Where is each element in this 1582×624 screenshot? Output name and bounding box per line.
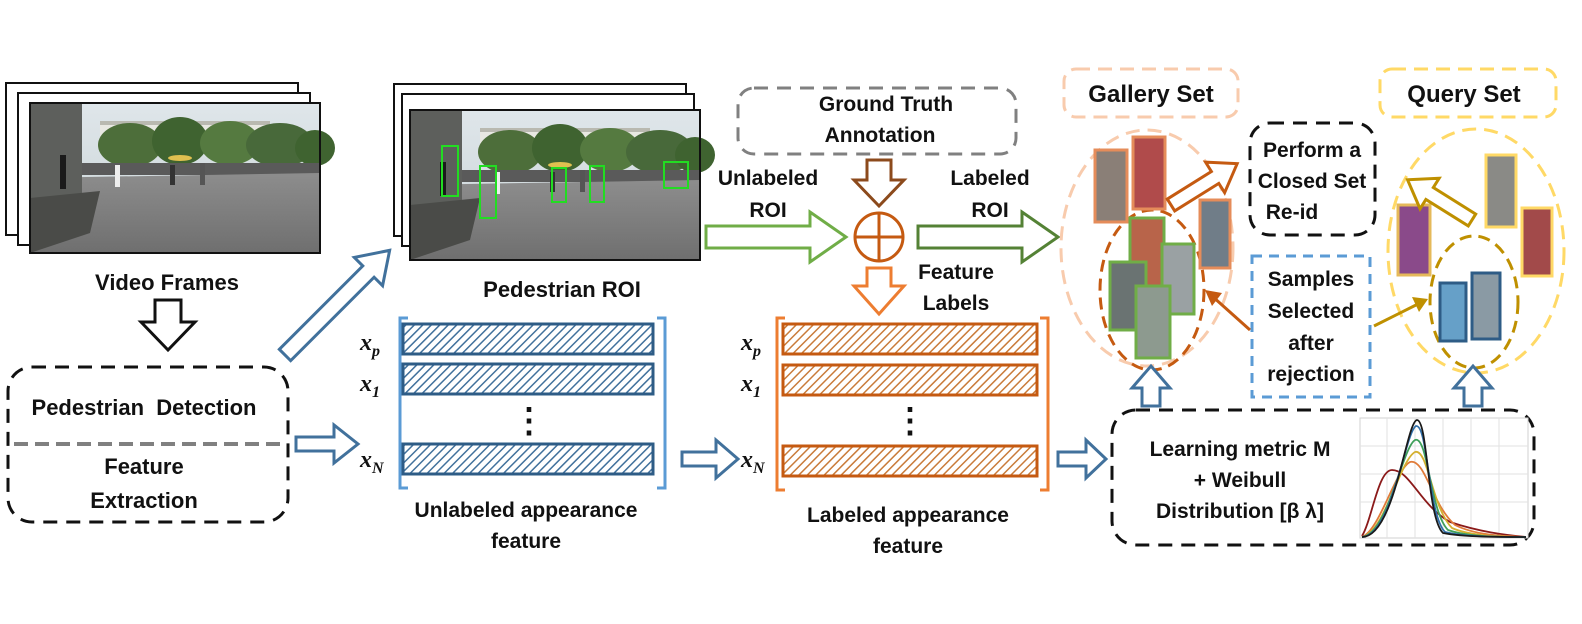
right-arrow-icon (1056, 436, 1109, 482)
unlabeled-feature-label-1: Unlabeled appearance (415, 499, 638, 522)
closed-set-label-1: Perform a (1263, 139, 1361, 162)
labeled-feature-label-1: Labeled appearance (807, 504, 1009, 527)
samples-label-1: Samples (1268, 268, 1354, 291)
weibull-distribution-plot (1359, 417, 1529, 539)
unlabeled-roi-label-2: ROI (749, 199, 786, 222)
unlabeled-roi-label-1: Unlabeled (718, 167, 818, 190)
labeled-xn-label: xN (740, 447, 766, 477)
pedestrian-detection-label: Pedestrian Detection (32, 395, 257, 420)
gallery-set-title-box (1062, 67, 1240, 119)
feature-label: Feature (104, 454, 183, 479)
labeled-x1-label: x1 (740, 371, 761, 401)
combine-plus-icon (853, 211, 905, 263)
down-arrow-icon (850, 266, 908, 317)
unlabeled-feature-matrix (398, 316, 667, 490)
down-arrow-icon (850, 158, 908, 209)
right-arrow-icon (916, 209, 1061, 265)
gallery-person-crops (1093, 135, 1232, 360)
unlabeled-xp-label: xp (359, 330, 380, 360)
query-set-label: Query Set (1407, 81, 1520, 108)
up-left-arrow-icon (1405, 176, 1478, 229)
samples-label-2: Selected (1268, 300, 1354, 323)
gallery-set-label: Gallery Set (1088, 81, 1213, 108)
detection-extraction-box (6, 365, 290, 524)
query-set-title-box (1378, 67, 1558, 119)
labeled-xp-label: xp (740, 330, 761, 360)
ground-truth-label-2: Annotation (825, 124, 936, 147)
right-arrow-icon (704, 209, 849, 265)
samples-label-4: rejection (1267, 363, 1355, 386)
up-arrow-icon (1450, 363, 1496, 408)
video-frames-stack (5, 82, 335, 254)
ground-truth-label-1: Ground Truth (819, 93, 953, 116)
pedestrian-roi-image (409, 109, 715, 261)
unlabeled-x1-label: x1 (359, 371, 380, 401)
right-arrow-icon (294, 421, 361, 467)
right-arrow-icon (680, 436, 741, 482)
labeled-feature-matrix (775, 316, 1050, 492)
unlabeled-xn-label: xN (359, 447, 385, 477)
up-arrow-icon (1128, 363, 1174, 408)
gallery-set-region (1059, 128, 1235, 368)
labeled-vdots: ⋮ (893, 402, 927, 440)
down-arrow-icon (137, 298, 199, 353)
labeled-roi-label-1: Labeled (950, 167, 1029, 190)
labeled-roi-label-2: ROI (971, 199, 1008, 222)
feature-labels-label-2: Labels (923, 292, 990, 315)
closed-set-label-2: Closed Set (1258, 170, 1367, 193)
learning-metric-box (1110, 408, 1536, 547)
labeled-feature-label-2: feature (873, 535, 943, 558)
video-frames-label: Video Frames (95, 270, 239, 295)
up-right-arrow-icon (1165, 160, 1240, 214)
feature-labels-label-1: Feature (918, 261, 994, 284)
unlabeled-feature-label-2: feature (491, 530, 561, 553)
closed-set-label-3: Re-id (1266, 201, 1319, 224)
pedestrian-roi-label: Pedestrian ROI (483, 277, 641, 302)
unlabeled-vdots: ⋮ (512, 402, 546, 440)
learning-label-3: Distribution [β λ] (1156, 500, 1324, 523)
samples-selected-box (1250, 254, 1372, 399)
learning-label-2: + Weibull (1194, 469, 1286, 492)
pedestrian-roi-stack (393, 83, 715, 261)
query-person-crops (1396, 153, 1554, 343)
extraction-label: Extraction (90, 488, 198, 513)
learning-label-1: Learning metric M (1150, 438, 1331, 461)
video-frame-image (29, 102, 335, 254)
up-right-arrow-icon (277, 248, 392, 363)
closed-set-reid-box (1248, 121, 1377, 237)
samples-label-3: after (1288, 332, 1334, 355)
ground-truth-box (736, 86, 1018, 156)
